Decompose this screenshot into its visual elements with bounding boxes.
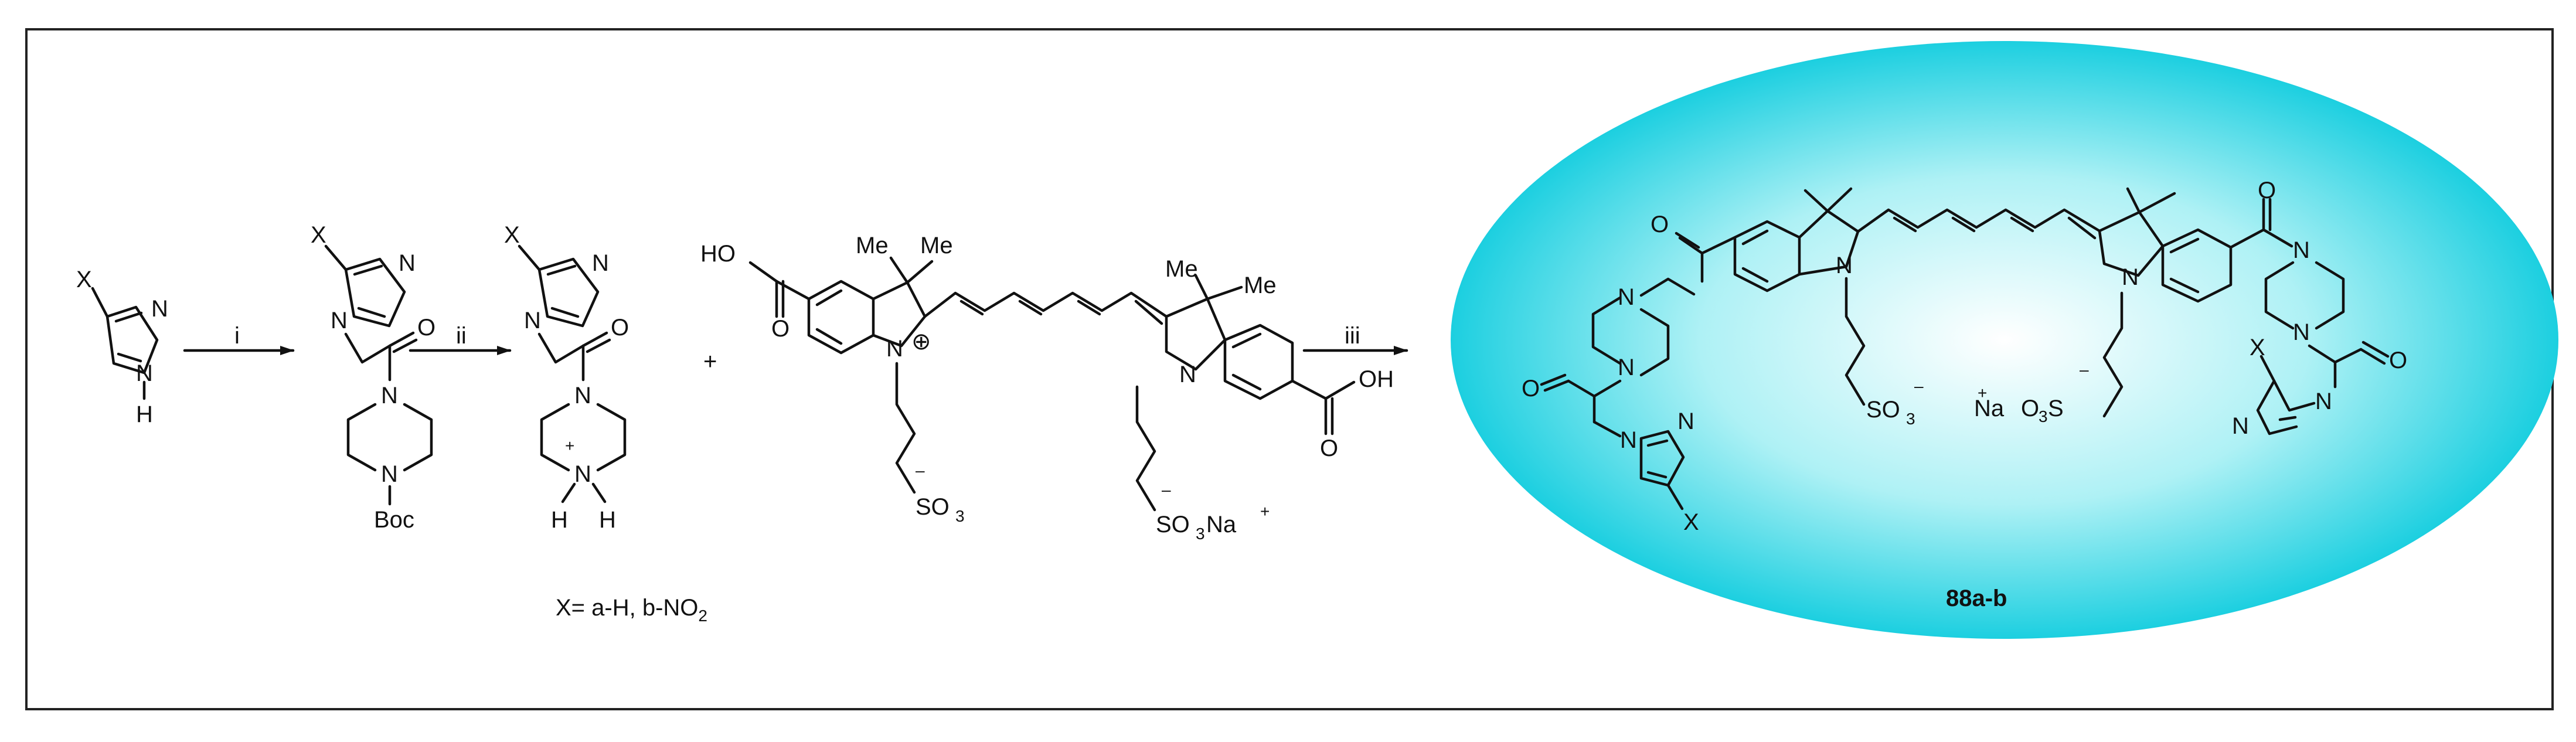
atom-me: Me	[856, 233, 889, 258]
atom-s: S	[2048, 396, 2064, 421]
charge-minus: –	[1162, 481, 1171, 499]
atom-o: O	[1522, 376, 1540, 401]
atom-me: Me	[1244, 273, 1277, 298]
atom-x: X	[311, 222, 326, 248]
atom-o: O	[2389, 348, 2407, 373]
atom-o: O	[2258, 178, 2276, 203]
atom-n: N	[399, 250, 416, 276]
atom-n: N	[1836, 253, 1853, 278]
atom-n: N	[1179, 362, 1196, 387]
charge-minus: –	[2080, 360, 2089, 379]
subscript-3: 3	[1196, 525, 1205, 543]
step-label-i: i	[234, 323, 240, 349]
arrow-step-ii: ii	[409, 323, 512, 355]
imidazole-starting-material: X N N H	[76, 267, 168, 427]
charge-plus: +	[565, 437, 574, 455]
atom-ho: HO	[700, 241, 736, 267]
atom-n: N	[151, 296, 168, 322]
substituent-note-prefix: X= a-H, b-NO	[556, 595, 698, 621]
atom-n: N	[1618, 355, 1635, 380]
atom-h: H	[599, 507, 616, 533]
substituent-note: X= a-H, b-NO2	[556, 595, 707, 625]
atom-o: O	[1651, 212, 1669, 237]
atom-o: O	[1320, 435, 1338, 461]
substituent-note-subscript: 2	[698, 607, 707, 625]
atom-n: N	[2122, 264, 2139, 290]
atom-n: N	[574, 461, 591, 487]
step-label-ii: ii	[456, 323, 467, 349]
arrow-step-iii: iii	[1302, 323, 1408, 355]
atom-x: X	[76, 267, 92, 292]
atom-o: O	[771, 316, 790, 342]
atom-so: SO	[1866, 397, 1900, 423]
atom-x: X	[1683, 509, 1699, 535]
atom-n: N	[1677, 409, 1694, 434]
boc-piperazine-intermediate: X N N O N N Boc	[311, 222, 435, 533]
atom-so: SO	[916, 494, 950, 520]
charge-oplus: ⊕	[911, 329, 931, 355]
atom-n: N	[1620, 427, 1637, 453]
atom-so: SO	[1156, 512, 1190, 537]
atom-n: N	[381, 383, 398, 409]
atom-o: O	[2021, 396, 2039, 421]
atom-n: N	[381, 461, 398, 487]
atom-h: H	[551, 507, 568, 533]
atom-o: O	[611, 315, 629, 341]
atom-me: Me	[920, 233, 953, 258]
product-88ab-structure: N N O N N O N N X	[1522, 178, 2407, 535]
atom-n: N	[592, 250, 609, 276]
charge-plus: +	[1260, 502, 1270, 520]
atom-x: X	[2250, 335, 2265, 360]
charge-plus: +	[1978, 384, 1987, 402]
subscript-3: 3	[1906, 410, 1915, 428]
atom-n: N	[2293, 237, 2310, 263]
atom-oh: OH	[1359, 366, 1394, 392]
atom-h: H	[136, 401, 153, 427]
atom-n: N	[574, 383, 591, 409]
atom-me: Me	[1165, 256, 1198, 282]
atom-n: N	[2293, 319, 2310, 345]
atom-na: Na	[1206, 512, 1237, 537]
subscript-3: 3	[2039, 407, 2048, 426]
cyanine-dye-reactant: Me Me N ⊕ HO O – SO 3 Me Me N	[700, 233, 1394, 543]
atom-boc: Boc	[374, 507, 414, 533]
atom-n: N	[524, 308, 541, 333]
piperazinium-intermediate: X N N O N + N H H	[504, 222, 629, 533]
atom-n: N	[886, 336, 903, 362]
atom-na: Na	[1974, 396, 2005, 421]
charge-minus: –	[1914, 377, 1924, 395]
arrow-step-i: i	[183, 323, 295, 355]
product-label: 88a-b	[1946, 586, 2007, 611]
atom-x: X	[504, 222, 520, 248]
atom-n: N	[331, 308, 348, 333]
subscript-3: 3	[955, 507, 965, 525]
charge-minus: –	[916, 461, 925, 479]
atom-o: O	[417, 315, 435, 341]
atom-n: N	[2315, 389, 2332, 414]
step-label-iii: iii	[1345, 323, 1360, 349]
atom-n: N	[2232, 413, 2249, 439]
plus-sign: +	[703, 349, 717, 375]
product-highlight-ellipse	[1451, 41, 2558, 639]
